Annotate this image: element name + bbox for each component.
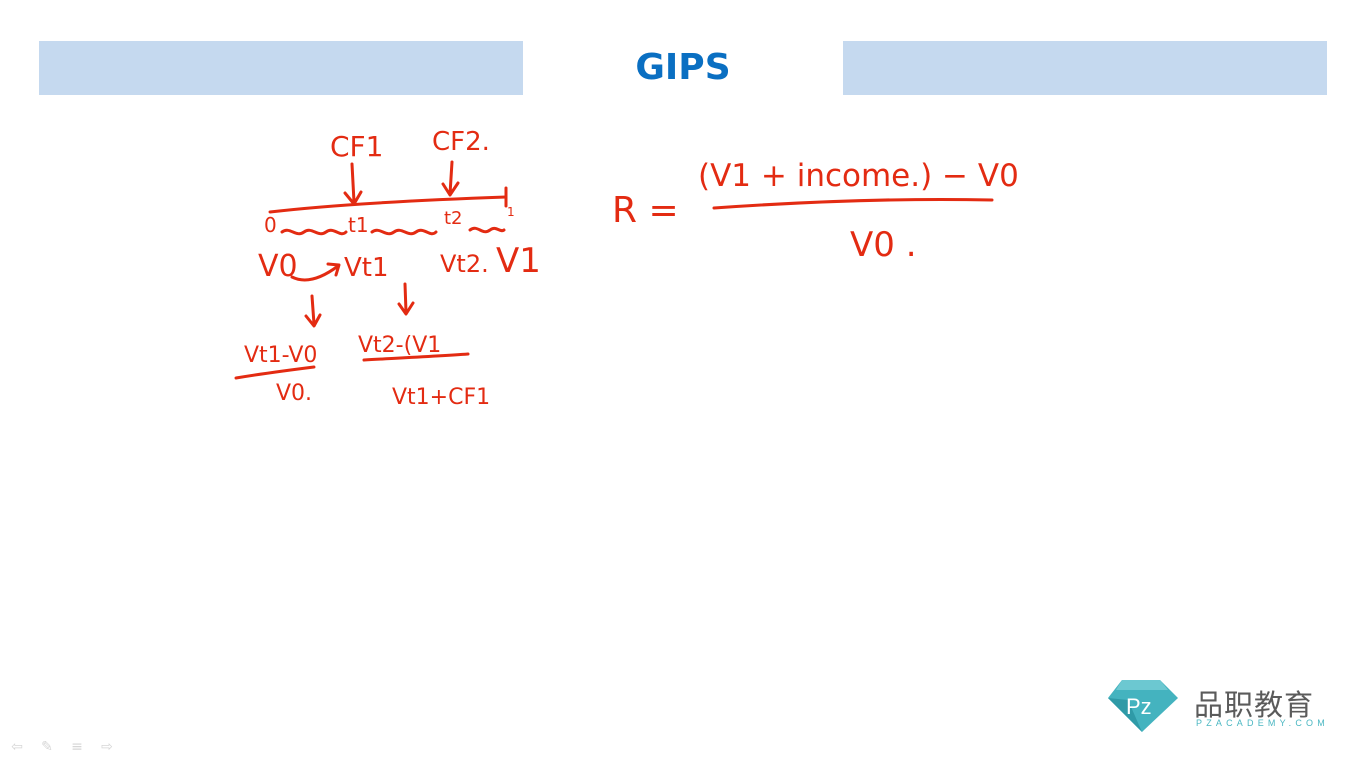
frac2-denominator: Vt1+CF1: [392, 385, 490, 410]
v0-to-vt1-arrow: [290, 262, 341, 282]
timeline-wave-2: [370, 228, 438, 236]
frac2-numerator: Vt2-(V1: [358, 333, 441, 358]
frac2-line: [362, 352, 470, 362]
logo-chinese-text: 品职教育: [1194, 688, 1315, 722]
header-bar-right: [843, 41, 1327, 95]
v1-label: V1: [496, 241, 541, 281]
frac1-numerator: Vt1-V0: [244, 343, 317, 368]
frac1-line: [234, 365, 316, 380]
t2-label: t2: [444, 208, 463, 229]
formula-denominator: V0 .: [850, 225, 917, 265]
svg-text:Pz: Pz: [1126, 694, 1152, 719]
frac1-denominator: V0.: [276, 381, 312, 406]
vt2-label: Vt2.: [440, 250, 489, 278]
menu-icon[interactable]: ≡: [71, 739, 83, 755]
slide-title: GIPS: [635, 47, 731, 88]
down-arrow-1: [304, 294, 322, 328]
cf2-arrow: [441, 160, 460, 197]
logo-english-text: PZACADEMY.COM: [1196, 718, 1329, 728]
cf1-arrow: [343, 162, 363, 206]
v0-label: V0: [258, 249, 298, 284]
cf1-label: CF1: [330, 130, 383, 163]
formula-lhs: R =: [612, 190, 679, 231]
formula-numerator: (V1 + income.) − V0: [698, 158, 1019, 194]
next-arrow-icon[interactable]: ⇨: [101, 739, 113, 755]
cf2-label: CF2.: [432, 127, 490, 157]
prev-arrow-icon[interactable]: ⇦: [11, 739, 23, 755]
timeline-wave-3: [468, 226, 506, 234]
slideshow-toolbar: ⇦ ✎ ≡ ⇨: [8, 738, 116, 756]
pen-icon[interactable]: ✎: [41, 739, 53, 755]
formula-frac-line: [712, 197, 994, 210]
header-bar-left: [39, 41, 523, 95]
vt1-label: Vt1: [344, 253, 389, 283]
timeline-wave-1: [280, 228, 348, 236]
pz-academy-logo: Pz 品职教育 PZACADEMY.COM: [1108, 676, 1338, 736]
down-arrow-2: [397, 282, 415, 316]
timeline-line: [268, 195, 508, 214]
t1-label: t1: [348, 213, 369, 237]
t0-label: 0: [264, 213, 277, 237]
pz-gem-logo-icon: Pz: [1108, 680, 1178, 732]
t-end-label: 1: [507, 205, 515, 219]
